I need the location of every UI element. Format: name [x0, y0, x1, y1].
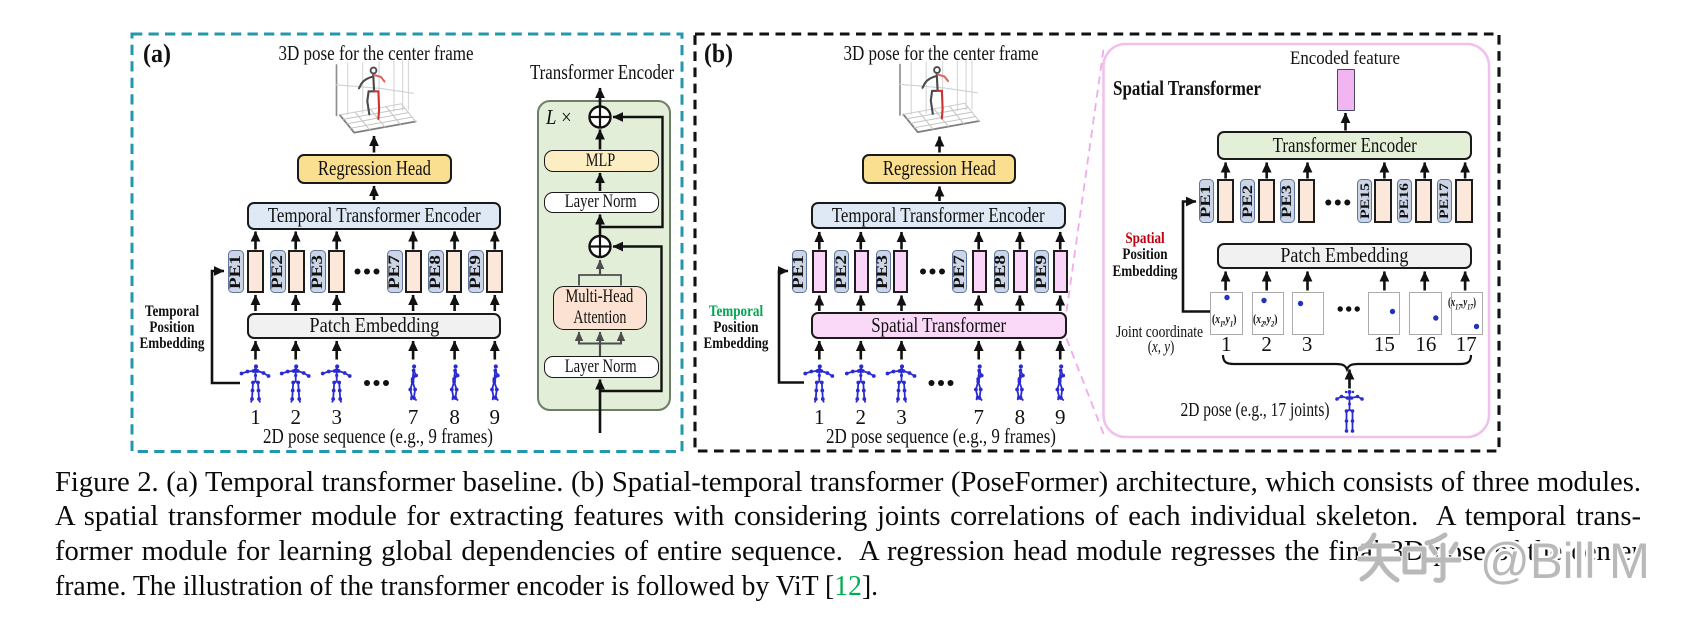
svg-text:@Bill M: @Bill M: [1480, 533, 1650, 589]
svg-text:@Bill M: @Bill M: [1480, 533, 1650, 589]
